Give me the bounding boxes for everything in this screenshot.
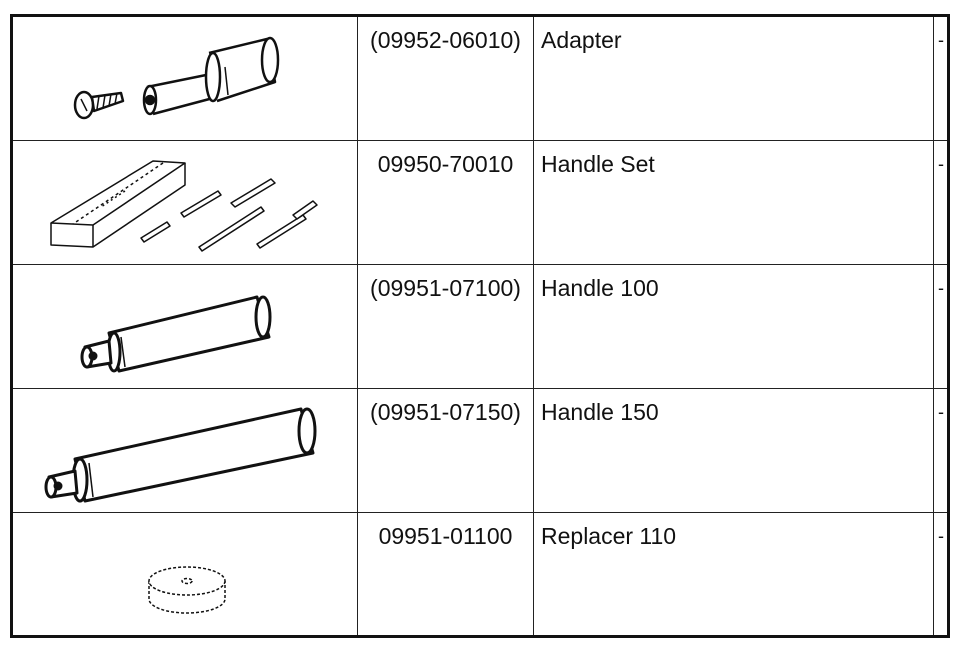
- extra-cell: -: [934, 389, 950, 512]
- part-number: 09951-01100: [378, 523, 513, 549]
- table-row: (09951-07150) Handle 150 -: [13, 389, 947, 513]
- table-row: 09950-70010 Handle Set -: [13, 141, 947, 265]
- special-tools-table: (09952-06010) Adapter -: [10, 14, 950, 638]
- tool-name-cell: Handle Set: [534, 141, 934, 264]
- tool-name-cell: Replacer 110: [534, 513, 934, 635]
- handle-100-icon: [80, 295, 272, 373]
- tool-name-cell: Handle 150: [534, 389, 934, 512]
- part-number: (09951-07100): [370, 275, 521, 301]
- tool-name-cell: Adapter: [534, 17, 934, 140]
- table-row: (09951-07100) Handle 100 -: [13, 265, 947, 389]
- extra-value: -: [938, 526, 944, 546]
- illustration-cell: [13, 389, 358, 512]
- replacer-icon: [148, 566, 226, 614]
- tool-name: Adapter: [541, 27, 622, 53]
- extra-value: -: [938, 278, 944, 298]
- extra-value: -: [938, 154, 944, 174]
- tool-name-cell: Handle 100: [534, 265, 934, 388]
- handle-150-icon: [44, 407, 317, 503]
- tool-name: Handle 100: [541, 275, 659, 301]
- tool-name: Handle 150: [541, 399, 659, 425]
- table-row: (09952-06010) Adapter -: [13, 17, 947, 141]
- part-number-cell: (09951-07100): [358, 265, 534, 388]
- illustration-cell: [13, 141, 358, 264]
- handle-set-icon: [50, 160, 318, 252]
- extra-cell: -: [934, 265, 950, 388]
- extra-value: -: [938, 402, 944, 422]
- part-number-cell: (09952-06010): [358, 17, 534, 140]
- extra-value: -: [938, 30, 944, 50]
- part-number-cell: (09951-07150): [358, 389, 534, 512]
- part-number: (09951-07150): [370, 399, 521, 425]
- tool-name: Replacer 110: [541, 523, 677, 549]
- table-row: 09951-01100 Replacer 110 -: [13, 513, 947, 635]
- part-number: (09952-06010): [370, 27, 521, 53]
- illustration-cell: [13, 513, 358, 635]
- illustration-cell: [13, 265, 358, 388]
- tool-name: Handle Set: [541, 151, 655, 177]
- part-number-cell: 09950-70010: [358, 141, 534, 264]
- illustration-cell: [13, 17, 358, 140]
- extra-cell: -: [934, 513, 950, 635]
- extra-cell: -: [934, 141, 950, 264]
- extra-cell: -: [934, 17, 950, 140]
- part-number-cell: 09951-01100: [358, 513, 534, 635]
- adapter-icon: [73, 36, 280, 120]
- part-number: 09950-70010: [377, 151, 514, 177]
